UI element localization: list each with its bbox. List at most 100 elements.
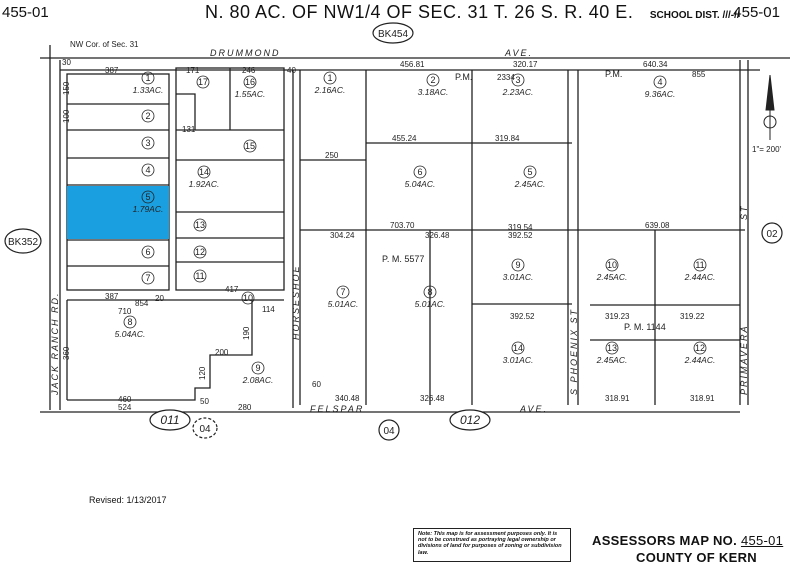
parcel-acres-14: 1.92AC. — [189, 179, 220, 189]
block-west — [66, 73, 170, 291]
dim: 100 — [62, 109, 71, 123]
book-ref-left-circle — [4, 228, 42, 254]
east-parcel-circle-2 — [426, 73, 440, 87]
east-parcel-number-9[interactable]: 9 — [515, 260, 520, 270]
east-parcel-number-7[interactable]: 7 — [340, 287, 345, 297]
east-parcel-acres-13: 2.45AC. — [596, 355, 628, 365]
dim: 460 — [118, 395, 132, 404]
east-parcel-acres-8: 5.01AC. — [415, 299, 446, 309]
parcel-number-15[interactable]: 15 — [245, 141, 255, 151]
east-parcel-acres-10: 2.45AC. — [596, 272, 628, 282]
parcel-number-2[interactable]: 2 — [145, 111, 150, 121]
dim: 246 — [242, 66, 256, 75]
east-parcel-acres-6: 5.04AC. — [405, 179, 436, 189]
east-parcel-number-11[interactable]: 11 — [695, 260, 704, 270]
book-ref-top: BK454 — [378, 29, 408, 40]
east-parcel-number-6[interactable]: 6 — [417, 167, 422, 177]
parcel-number-14[interactable]: 14 — [199, 167, 209, 177]
parcel-circle-12 — [193, 245, 207, 259]
parcel-circle-7 — [141, 271, 155, 285]
east-parcel-acres-4: 9.36AC. — [645, 89, 676, 99]
dim: 456.81 — [400, 60, 425, 69]
dim: 854 — [135, 299, 149, 308]
parcel-circle-10 — [241, 291, 255, 305]
parcel-number-12[interactable]: 12 — [195, 247, 205, 257]
dim: 50 — [200, 397, 209, 406]
dim: 524 — [118, 403, 132, 412]
east-parcel-circle-7 — [336, 285, 350, 299]
street-felspar: FELSPAR — [310, 404, 364, 414]
street-jack-ranch: JACK RANCH RD. — [50, 291, 60, 396]
dim: 320.17 — [513, 60, 538, 69]
north-scale: 1"= 200' — [752, 145, 782, 154]
dim: 392.52 — [508, 231, 533, 240]
east-parcel-circle-13 — [605, 341, 619, 355]
east-parcel-circle-10 — [605, 258, 619, 272]
dim: 703.70 — [390, 221, 415, 230]
dim: 120 — [198, 366, 207, 380]
parcel-number-6[interactable]: 6 — [145, 247, 150, 257]
east-parcel-circle-5 — [523, 165, 537, 179]
dim: 150 — [62, 81, 71, 95]
parcel-number-4[interactable]: 4 — [145, 165, 150, 175]
parcel-circle-6 — [141, 245, 155, 259]
parcel-number-1[interactable]: 1 — [145, 73, 150, 83]
parcel-number-13[interactable]: 13 — [195, 220, 205, 230]
highlighted-parcel-5[interactable] — [67, 186, 169, 239]
parcel-number-9[interactable]: 9 — [255, 363, 260, 373]
street-felspar-ave: AVE. — [519, 404, 548, 414]
dim: 392.52 — [510, 312, 535, 321]
parcel-number-8[interactable]: 8 — [127, 317, 132, 327]
north-arrow-icon — [763, 74, 777, 140]
parcel-number-16[interactable]: 16 — [245, 77, 255, 87]
east-parcel-number-8[interactable]: 8 — [427, 287, 432, 297]
parcel-acres-8: 5.04AC. — [115, 329, 146, 339]
dim: 114 — [262, 305, 275, 314]
dim: 319.84 — [495, 134, 520, 143]
school-district: SCHOOL DIST. ///-// — [649, 10, 740, 21]
parcel-number-11[interactable]: 11 — [195, 271, 204, 281]
pm-label-b: P.M. — [605, 69, 622, 79]
map-number-right: 455-01 — [733, 4, 780, 21]
east-parcel-circle-14 — [511, 341, 525, 355]
east-parcel-circle-1 — [323, 71, 337, 85]
east-parcel-acres-11: 2.44AC. — [684, 272, 716, 282]
east-parcel-number-5[interactable]: 5 — [527, 167, 532, 177]
assessor-label-text: ASSESSORS MAP NO. — [592, 533, 738, 548]
dim: 326.48 — [425, 231, 450, 240]
east-parcel-number-14[interactable]: 14 — [513, 343, 523, 353]
east-parcel-acres-9: 3.01AC. — [503, 272, 534, 282]
dim: 640.34 — [643, 60, 668, 69]
parcel-number-5[interactable]: 5 — [145, 192, 150, 202]
parcel-acres-16: 1.55AC. — [235, 89, 266, 99]
parcel-circle-8 — [123, 315, 137, 329]
east-parcel-number-12[interactable]: 12 — [695, 343, 705, 353]
dim: 131 — [182, 125, 196, 134]
east-parcel-number-13[interactable]: 13 — [607, 343, 617, 353]
parcel-number-17[interactable]: 17 — [198, 77, 208, 87]
east-parcel-number-3[interactable]: 3 — [515, 75, 520, 85]
parcel-acres-1: 1.33AC. — [133, 85, 164, 95]
parcel-number-3[interactable]: 3 — [145, 138, 150, 148]
dim: 417 — [225, 285, 239, 294]
assessor-map-number: 455-01 — [740, 533, 784, 548]
dim: 360 — [62, 346, 71, 360]
east-parcel-circle-12 — [693, 341, 707, 355]
pm-number-855: 855 — [692, 70, 706, 79]
parcel-number-7[interactable]: 7 — [145, 273, 150, 283]
parcel-circle-4 — [141, 163, 155, 177]
east-parcel-acres-14: 3.01AC. — [503, 355, 534, 365]
street-st: ST — [739, 204, 749, 220]
dim: 326.48 — [420, 394, 445, 403]
parcel-number-10[interactable]: 10 — [243, 293, 253, 303]
street-primavera: PRIMAVERA — [739, 324, 749, 395]
east-parcel-number-4[interactable]: 4 — [657, 77, 662, 87]
dim: 455.24 — [392, 134, 417, 143]
book-ref-bottom-left: 04 — [199, 424, 211, 435]
east-parcel-number-10[interactable]: 10 — [607, 260, 617, 270]
parcel-acres-5: 1.79AC. — [133, 204, 164, 214]
east-parcel-number-2[interactable]: 2 — [430, 75, 435, 85]
parcel-circle-17 — [196, 75, 210, 89]
assessor-map-label: ASSESSORS MAP NO. 455-01 — [592, 533, 783, 548]
east-parcel-number-1[interactable]: 1 — [327, 73, 332, 83]
